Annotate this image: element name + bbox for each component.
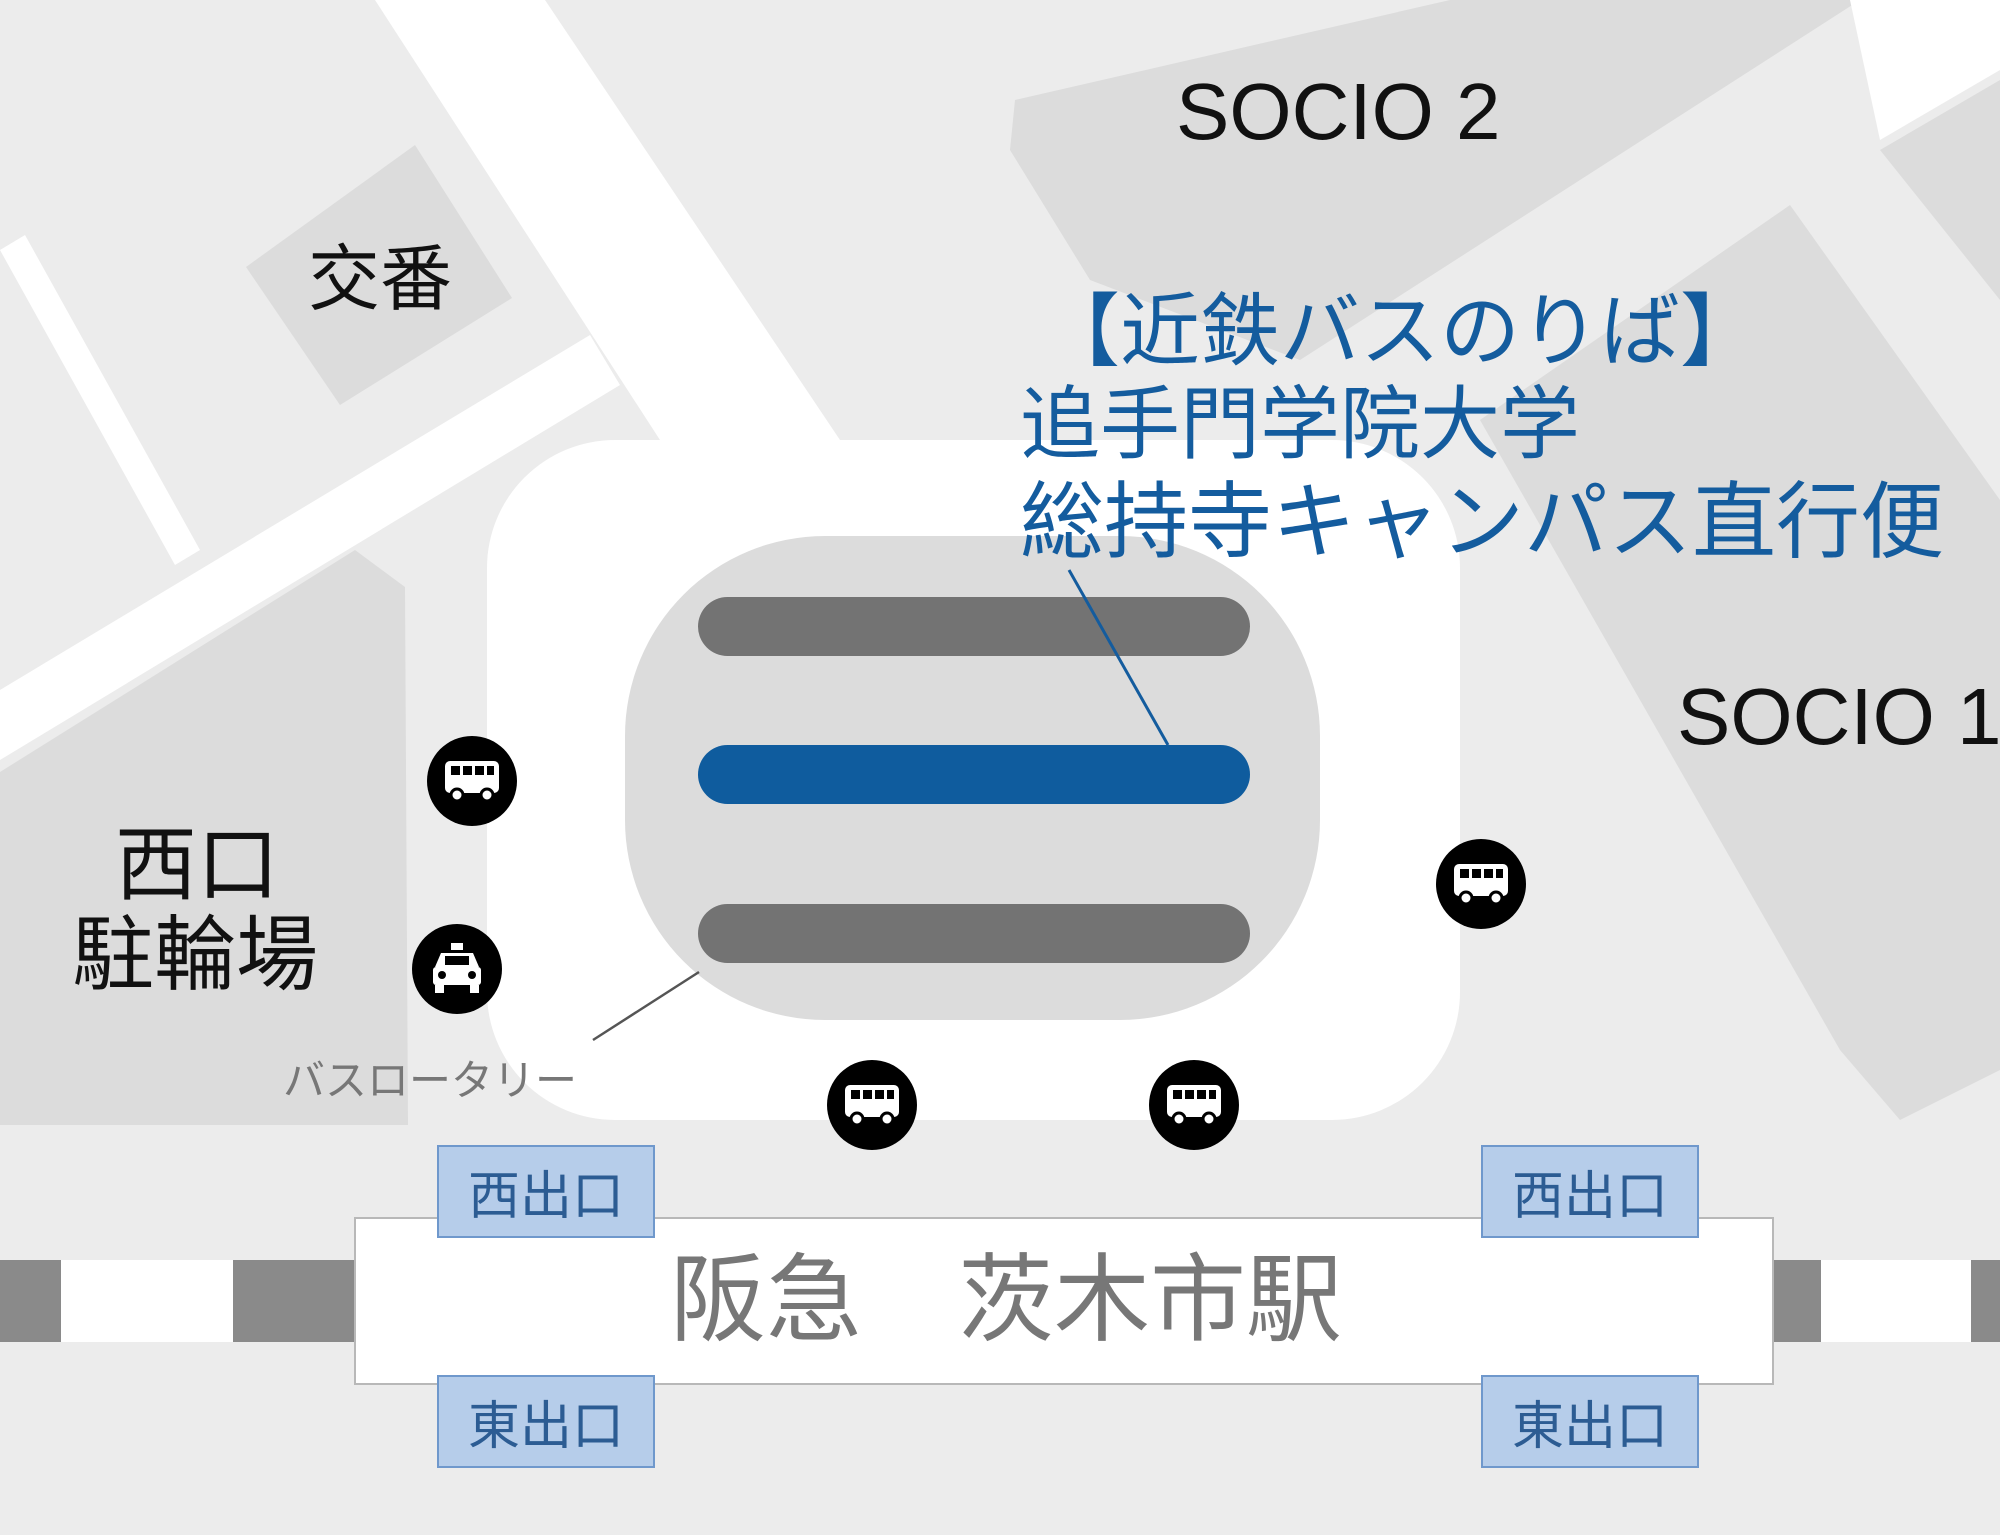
block-socio1 (1480, 205, 2000, 1120)
bus-icon (427, 736, 517, 826)
callout-leader-line (1067, 569, 1170, 746)
bus-icon (1149, 1060, 1239, 1150)
road-diagonal-top (375, 0, 840, 440)
exit-west-right[interactable]: 西出口 (1481, 1145, 1699, 1238)
socio2-label: SOCIO 2 (1176, 67, 1501, 156)
rail-gap (61, 1260, 233, 1342)
road-diagonal-left (0, 335, 620, 760)
exit-east-right[interactable]: 東出口 (1481, 1375, 1699, 1468)
station-building (354, 1217, 1774, 1385)
bus-icon (1436, 839, 1526, 929)
kintetsu-bus-stop-title: 【近鉄バスのりば】 (1040, 285, 1760, 378)
station-name: 阪急 茨木市駅 (670, 1244, 1342, 1356)
police-box-label: 交番 (308, 237, 453, 321)
callout-line-2: 総持寺キャンパス直行便 (1020, 473, 1945, 571)
rotary-leader-line (592, 970, 700, 1042)
platform-kintetsu-highlight (698, 745, 1250, 804)
block-top-right (1880, 80, 2000, 300)
exit-east-left[interactable]: 東出口 (437, 1375, 655, 1468)
exit-west-left[interactable]: 西出口 (437, 1145, 655, 1238)
taxi-icon (412, 924, 502, 1014)
bike-parking-label-1: 西口 (115, 818, 280, 913)
bus-icon (827, 1060, 917, 1150)
platform-1 (698, 597, 1250, 656)
block-socio2 (1010, 0, 1860, 360)
block-police (246, 145, 512, 405)
bike-parking-label-2: 駐輪場 (72, 908, 319, 1003)
road-top-right (1850, 0, 2000, 140)
block-bike-parking (0, 550, 408, 1125)
platform-3 (698, 904, 1250, 963)
socio1-label: SOCIO 1 (1677, 672, 2000, 761)
rail-gap (1821, 1260, 1971, 1342)
bus-rotary-label: バスロータリー (283, 1056, 578, 1105)
road-thin-left (0, 235, 200, 565)
callout-line-1: 追手門学院大学 (1020, 378, 1580, 471)
